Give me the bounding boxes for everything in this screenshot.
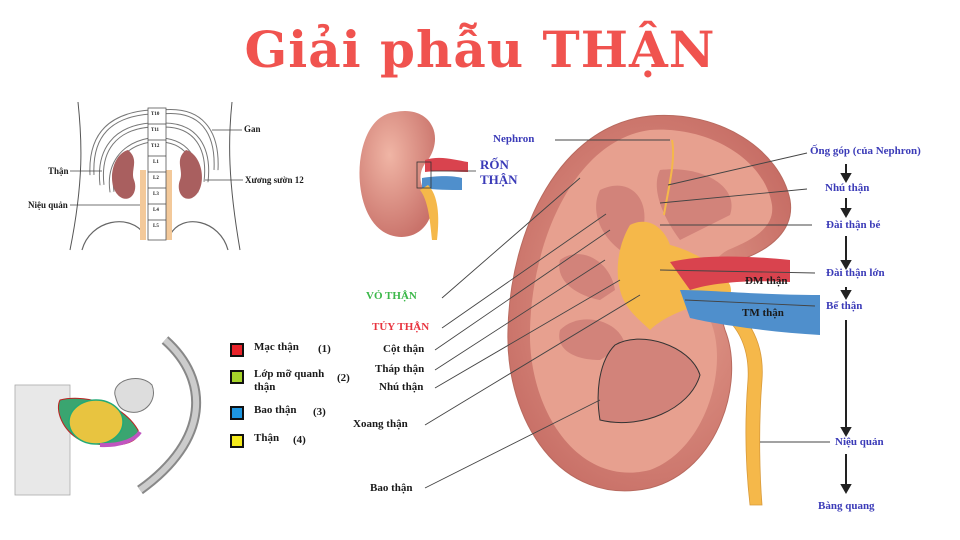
label-renal-artery: ĐM thận xyxy=(745,275,788,287)
flow-step-papilla: Nhú thận xyxy=(825,182,870,194)
legend-label: Thận xyxy=(254,432,280,444)
label-cortex: VỎ THẬN xyxy=(366,290,417,302)
label-renal-capsule: Bao thận xyxy=(370,482,413,494)
legend-swatch-green xyxy=(230,370,244,384)
label-liver: Gan xyxy=(244,124,261,134)
legend-number: (1) xyxy=(318,343,331,355)
legend-item-kidney: Thận xyxy=(230,432,279,448)
vertebra-label: T11 xyxy=(151,128,160,133)
legend-item-renal-fascia: Mạc thận xyxy=(230,341,299,357)
label-renal-column: Cột thận xyxy=(383,343,425,355)
page-title: Giải phẫu THẬN xyxy=(244,20,716,79)
label-medulla: TỦY THẬN xyxy=(372,321,430,333)
label-renal-hilum: RỐN THẬN xyxy=(480,157,518,187)
flow-step-major-calyx: Đài thận lớn xyxy=(826,267,885,279)
legend-swatch-red xyxy=(230,343,244,357)
legend-swatch-yellow xyxy=(230,434,244,448)
label-rib12: Xương sườn 12 xyxy=(245,175,304,185)
label-nephron: Nephron xyxy=(493,133,535,145)
legend-item-renal-capsule: Bao thận xyxy=(230,404,297,420)
label-renal-vein: TM thận xyxy=(742,307,784,319)
flow-step-collecting-duct: Ống góp (của Nephron) xyxy=(810,145,921,157)
legend-item-perirenal-fat: Lớp mỡ quanh thận xyxy=(230,368,324,394)
legend-number: (3) xyxy=(313,406,326,418)
vertebra-label: T10 xyxy=(151,112,160,117)
label-renal-pyramid: Tháp thận xyxy=(375,363,425,375)
flow-step-minor-calyx: Đài thận bé xyxy=(826,219,881,231)
label-renal-sinus: Xoang thận xyxy=(353,418,408,430)
legend-label: Lớp mỡ quanh thận xyxy=(254,368,325,393)
flow-step-ureter: Niệu quản xyxy=(835,436,884,448)
vertebra-label: L5 xyxy=(153,224,159,229)
vertebra-label: L1 xyxy=(153,160,159,165)
legend-swatch-blue xyxy=(230,406,244,420)
legend-label: Bao thận xyxy=(254,404,297,416)
vertebra-label: L2 xyxy=(153,176,159,181)
label-ureter-posterior: Niệu quản xyxy=(28,200,68,210)
flow-step-renal-pelvis: Bể thận xyxy=(826,300,863,312)
legend-label: Mạc thận xyxy=(254,341,299,353)
legend-number: (4) xyxy=(293,434,306,446)
vertebra-label: L3 xyxy=(153,192,159,197)
vertebra-label: T12 xyxy=(151,144,160,149)
legend-number: (2) xyxy=(337,372,350,384)
label-renal-papilla: Nhú thận xyxy=(379,381,424,393)
vertebra-label: L4 xyxy=(153,208,159,213)
flow-step-bladder: Bàng quang xyxy=(818,500,875,512)
label-kidney-posterior: Thận xyxy=(48,166,69,176)
